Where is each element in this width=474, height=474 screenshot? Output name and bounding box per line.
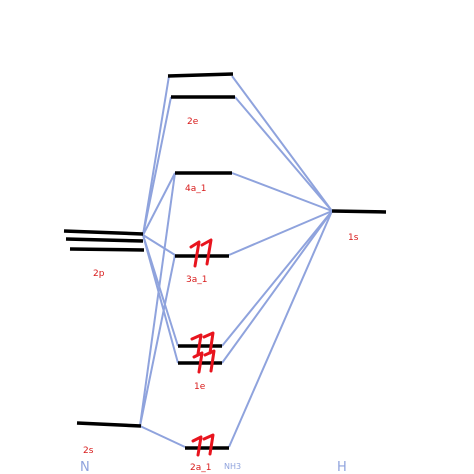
label-1s: 1s	[348, 233, 359, 243]
label-molecule: NH3	[224, 462, 241, 471]
connector-1s-3a1	[228, 210, 333, 256]
label-2s: 2s	[83, 446, 94, 456]
label-2e: 2e	[187, 117, 199, 127]
level-n-2s	[76, 421, 142, 428]
connector-2p-1e-bottom	[142, 234, 179, 364]
level-n-2p-1	[63, 229, 144, 236]
connector-lines	[139, 75, 333, 448]
label-4a1: 4a_1	[185, 184, 206, 194]
label-atom-n: N	[80, 460, 90, 474]
level-n-2p-3	[69, 247, 145, 252]
label-3a1: 3a_1	[186, 275, 207, 285]
electron-pair-1e-bottom	[192, 349, 216, 374]
connector-1s-1e-bottom	[221, 210, 333, 364]
electron-pair-2a1	[191, 433, 215, 457]
connector-2s-2a1	[139, 425, 186, 448]
energy-levels	[63, 72, 387, 450]
connector-2s-3a1	[139, 254, 176, 427]
level-n-2p-2	[65, 237, 144, 243]
connector-1s-2e-bottom	[234, 96, 333, 212]
electron-pairs	[189, 238, 216, 457]
level-2e-top	[167, 72, 234, 78]
connector-2p-4a1	[142, 172, 176, 236]
connector-1s-2e-top	[231, 75, 333, 212]
label-1e: 1e	[194, 382, 206, 392]
connector-2p-2e-top	[142, 75, 170, 236]
label-2p: 2p	[93, 269, 105, 279]
label-atom-h: H	[337, 460, 347, 474]
label-2a1: 2a_1	[190, 463, 211, 473]
connector-2s-4a1	[139, 172, 176, 427]
connector-1s-2a1	[228, 210, 333, 448]
connector-1s-1e-top	[221, 210, 333, 347]
connector-2p-2e-bottom	[142, 96, 172, 236]
electron-pair-1e-top	[190, 331, 215, 356]
level-h-1s	[331, 209, 387, 214]
connector-2p-3a1	[142, 234, 176, 256]
electron-pair-3a1	[189, 238, 213, 268]
connector-1s-4a1	[231, 172, 333, 212]
